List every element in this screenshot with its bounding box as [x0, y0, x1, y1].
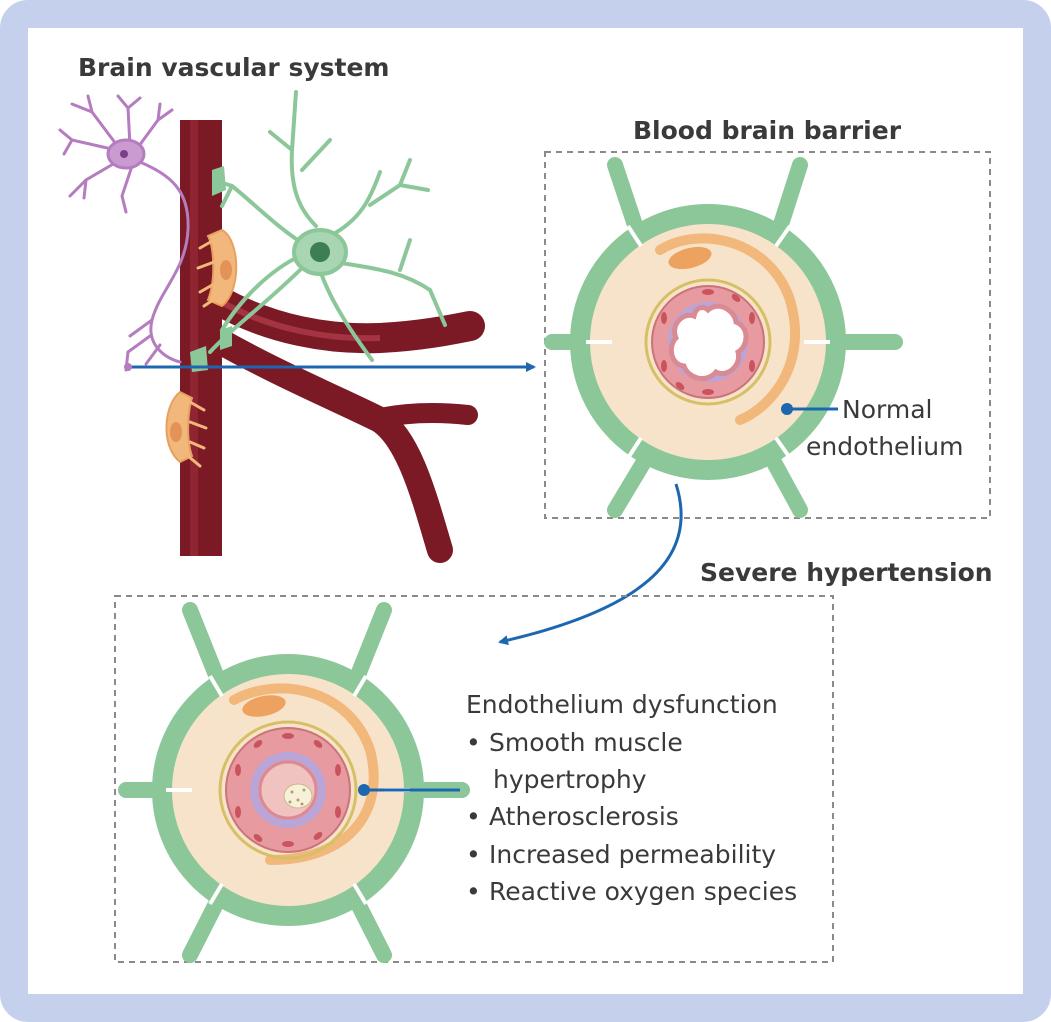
bullet-3: •	[466, 840, 481, 869]
ht-plaque-dots	[288, 788, 306, 806]
bullet-2: •	[466, 802, 481, 831]
hypertension-arrow	[498, 483, 683, 646]
dysfunction-item-4: Reactive oxygen species	[489, 877, 797, 906]
dysfunction-list: • Smooth muscle hypertrophy • Atheroscle…	[466, 728, 797, 906]
dysfunction-item-1-line2: hypertrophy	[493, 765, 647, 794]
dysfunction-heading: Endothelium dysfunction	[466, 690, 778, 719]
vessel-branch	[203, 285, 485, 563]
dysfunction-item-3: Increased permeability	[489, 840, 776, 869]
blood-brain-barrier-title: Blood brain barrier	[633, 116, 902, 145]
hypertension-panel-border	[114, 595, 834, 963]
brain-vascular-system-title: Brain vascular system	[78, 53, 389, 82]
severe-hypertension-panel: Endothelium dysfunction • Smooth muscle …	[114, 595, 834, 963]
pericyte-lower	[165, 390, 208, 468]
dysfunction-item-1-line1: Smooth muscle	[489, 728, 683, 757]
bbb-endfoot-gaps	[586, 224, 830, 460]
pericyte-upper	[196, 228, 238, 308]
brain-vascular-illustration	[58, 90, 536, 563]
normal-label-line1: Normal	[842, 395, 932, 424]
blood-brain-barrier-panel: Normal endothelium	[544, 151, 991, 519]
dysfunction-item-2: Atherosclerosis	[489, 802, 679, 831]
bbb-panel-border	[544, 151, 991, 519]
bbb-lumen	[668, 303, 749, 382]
bbb-pericyte	[655, 233, 800, 425]
ht-elastic-lamina	[250, 752, 326, 828]
ht-muscle-nuclei	[235, 733, 341, 847]
astrocyte	[208, 90, 447, 362]
bbb-basement-membrane	[644, 278, 772, 406]
normal-label-line2: endothelium	[806, 432, 964, 461]
bullet-4: •	[466, 877, 481, 906]
neuron	[58, 94, 190, 372]
bullet-1: •	[466, 728, 481, 757]
bbb-muscle-nuclei	[661, 289, 755, 395]
severe-hypertension-title: Severe hypertension	[700, 558, 993, 587]
ht-pericyte	[229, 683, 379, 865]
ht-basement-membrane	[218, 720, 358, 860]
ht-atherosclerotic-plaque	[283, 783, 313, 809]
